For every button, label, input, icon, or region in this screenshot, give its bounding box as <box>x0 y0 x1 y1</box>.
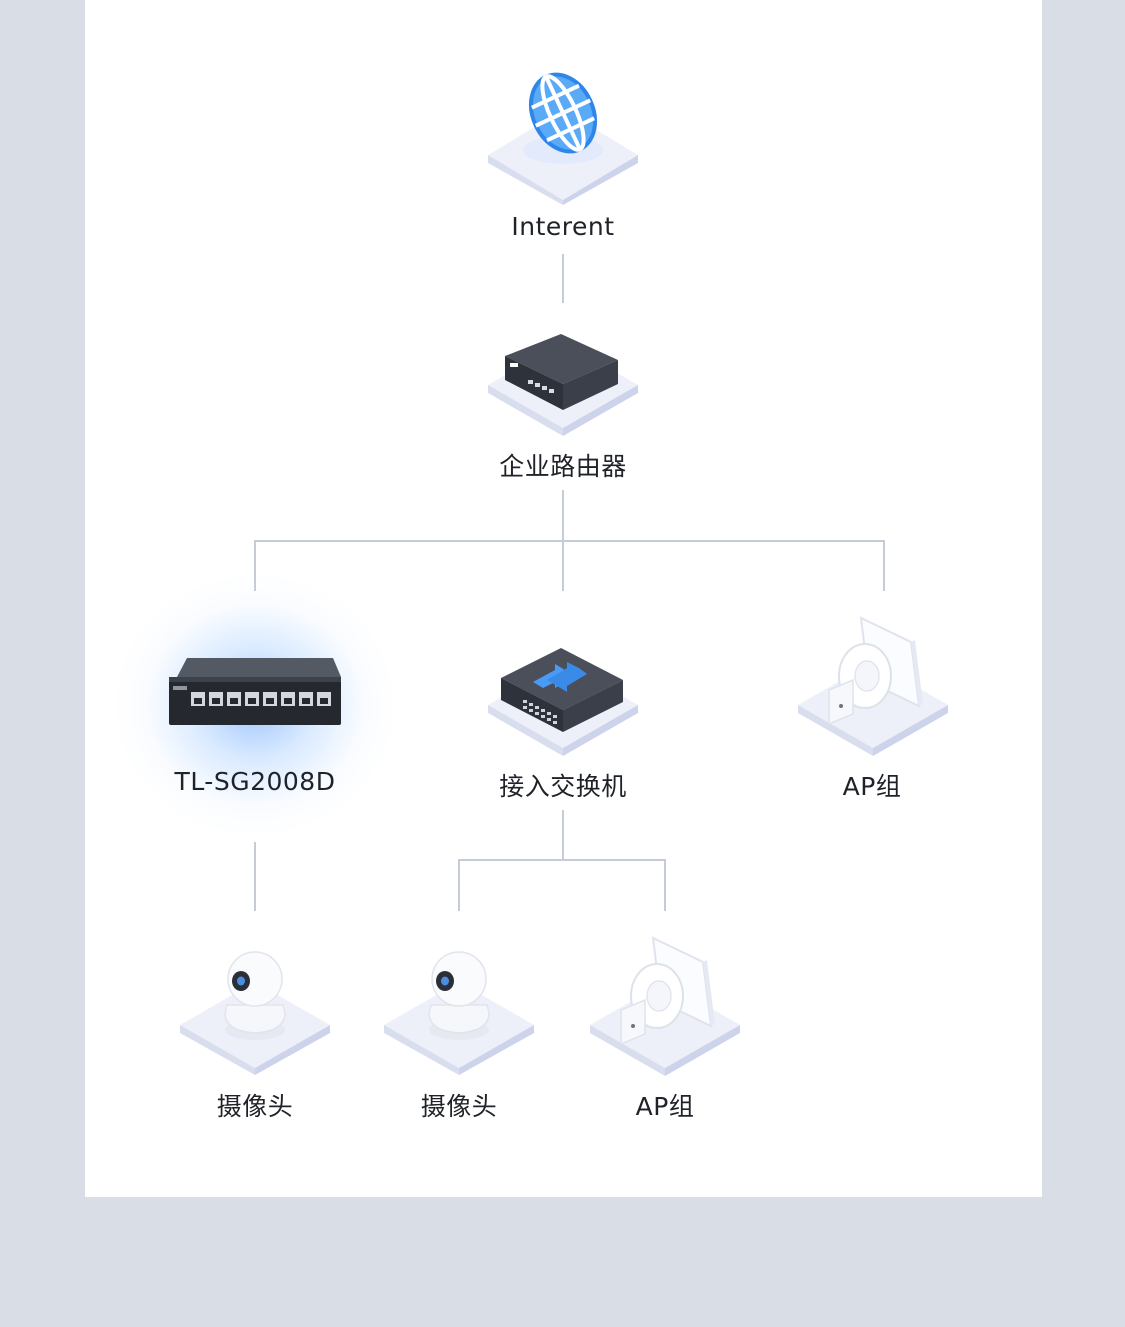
node-ap-group-top <box>793 610 953 750</box>
node-router <box>483 300 643 440</box>
camera-icon <box>175 935 335 1075</box>
access-point-icon <box>793 610 953 760</box>
access-point-icon <box>585 930 745 1080</box>
node-ap-group-bottom <box>585 930 745 1070</box>
label-ap-group-top: AP组 <box>752 767 992 803</box>
node-internet <box>483 65 643 205</box>
globe-icon <box>483 65 643 205</box>
router-icon <box>483 300 643 440</box>
camera-icon <box>379 935 539 1075</box>
node-access-switch <box>483 620 643 760</box>
node-tl-sg2008d <box>165 650 325 740</box>
access-switch-icon <box>483 620 643 760</box>
label-tl-sg2008d: TL-SG2008D <box>135 767 375 796</box>
node-camera-1 <box>175 935 335 1075</box>
edge-access-branches <box>459 860 665 911</box>
label-ap-group-bottom: AP组 <box>545 1087 785 1123</box>
edge-router-branches <box>255 541 884 591</box>
node-camera-2 <box>379 935 539 1075</box>
label-camera-2: 摄像头 <box>339 1087 579 1123</box>
label-router: 企业路由器 <box>443 447 683 483</box>
label-internet: Interent <box>443 212 683 241</box>
switch-icon <box>165 650 345 740</box>
label-access-switch: 接入交换机 <box>443 767 683 803</box>
